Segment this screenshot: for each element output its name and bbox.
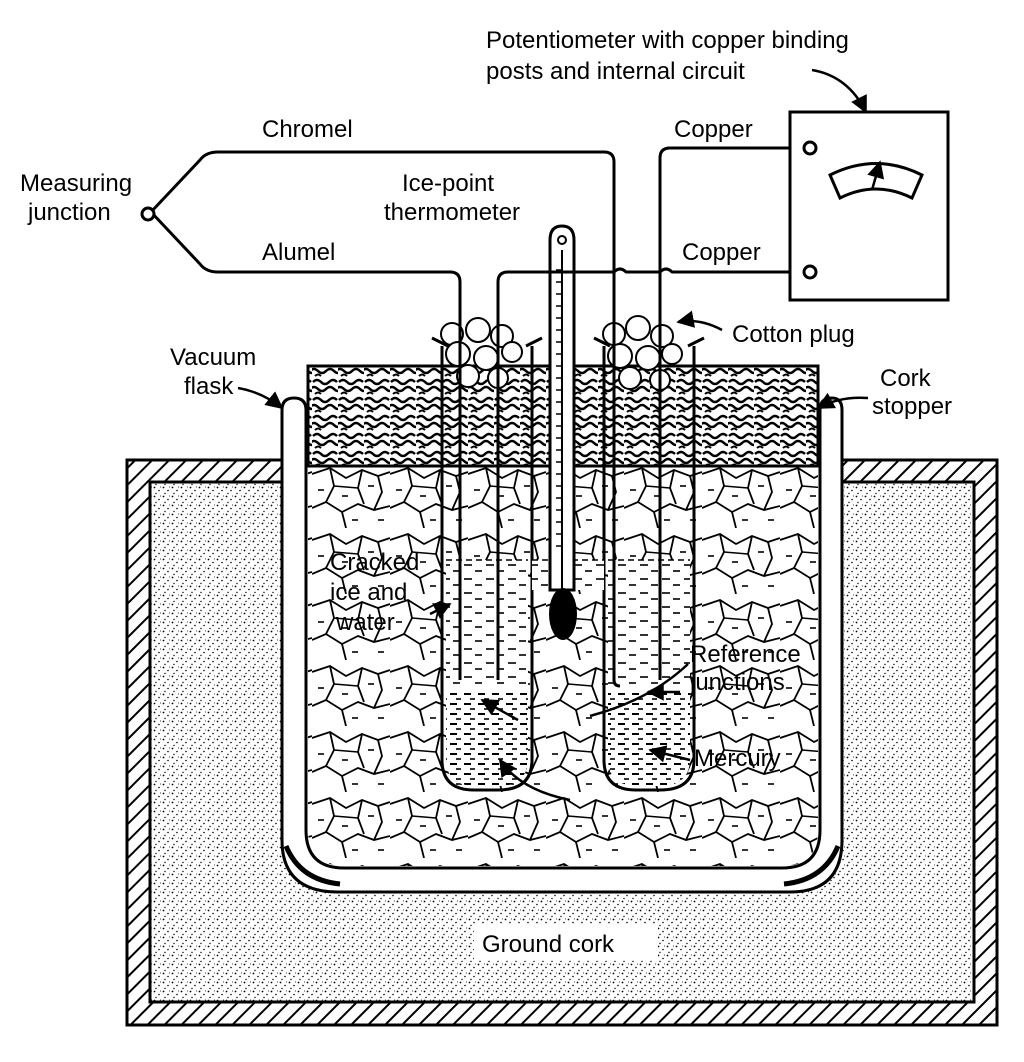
cotton-plug-left [440, 317, 523, 389]
labels: Potentiometer with copper binding posts … [20, 27, 952, 960]
alumel-wire [149, 210, 462, 680]
chromel-label: Chromel [262, 116, 353, 143]
thermometer-label-line1: Ice-point [402, 170, 494, 197]
mercury-left [446, 690, 528, 786]
measuring-junction-point [140, 206, 156, 222]
ice-label-line1: Cracked [330, 549, 419, 576]
cork-stopper-label-line1: Cork [880, 365, 932, 392]
measuring-junction-label-line1: Measuring [20, 170, 132, 197]
thermocouple-wires [140, 146, 810, 688]
test-tube-right [593, 336, 705, 792]
ice-label-line3: water [335, 609, 395, 636]
copper-wire-bottom [496, 267, 810, 680]
reference-junctions-label-line2: junctions [689, 669, 785, 696]
potentiometer [788, 110, 950, 302]
pointer-lines [237, 68, 869, 802]
thermometer-bulb [549, 588, 577, 640]
ground-cork-label: Ground cork [482, 931, 615, 958]
potentiometer-label-line2: posts and internal circuit [486, 58, 745, 85]
mercury-right [608, 690, 690, 786]
meter-needle [867, 160, 885, 191]
mercury-label: Mercury [694, 745, 781, 772]
binding-post-top [802, 140, 818, 156]
alumel-label: Alumel [262, 239, 335, 266]
cotton-plug-label: Cotton plug [732, 321, 855, 348]
binding-post-bottom [802, 264, 818, 280]
vacuum-flask-label-line2: flask [184, 373, 234, 400]
chromel-wire [149, 150, 621, 688]
ice-point-thermometer [548, 224, 577, 640]
vacuum-flask-label-line1: Vacuum [170, 344, 256, 371]
cracked-ice-and-water [308, 466, 818, 866]
measuring-junction-label-line2: junction [27, 199, 111, 226]
thermometer-label-line2: thermometer [384, 199, 520, 226]
reference-junctions-label-line1: Reference [690, 641, 801, 668]
copper-label-top: Copper [674, 116, 753, 143]
copper-wire-top [658, 146, 810, 680]
copper-label-bottom: Copper [682, 239, 761, 266]
meter-dial [828, 162, 924, 201]
potentiometer-label-line1: Potentiometer with copper binding [486, 27, 849, 54]
cork-stopper-label-line2: stopper [872, 393, 952, 420]
ice-label-line2: ice and [330, 579, 407, 606]
